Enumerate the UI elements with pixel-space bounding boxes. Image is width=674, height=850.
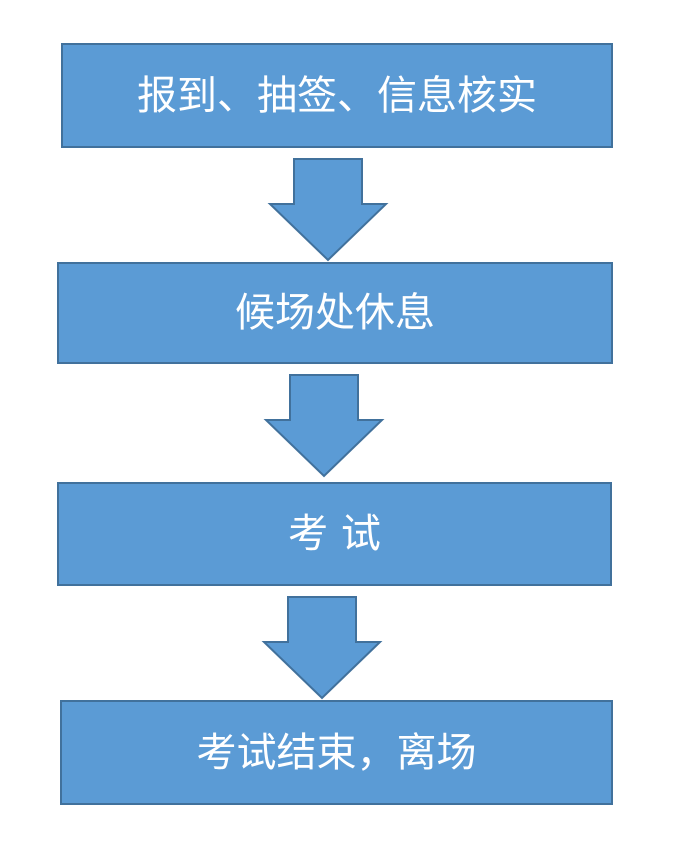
down-arrow-icon (263, 374, 385, 478)
down-arrow-icon (261, 596, 383, 700)
step-box-check-in: 报到、抽签、信息核实 (61, 43, 613, 148)
down-arrow-icon (267, 158, 389, 262)
step-label: 候场处休息 (235, 290, 435, 336)
step-label: 考 试 (288, 511, 381, 557)
step-label: 报到、抽签、信息核实 (137, 72, 537, 119)
step-label: 考试结束，离场 (196, 729, 477, 776)
step-box-waiting-area: 候场处休息 (57, 262, 613, 364)
step-box-exam: 考 试 (57, 482, 612, 586)
step-box-exam-end: 考试结束，离场 (60, 700, 613, 805)
